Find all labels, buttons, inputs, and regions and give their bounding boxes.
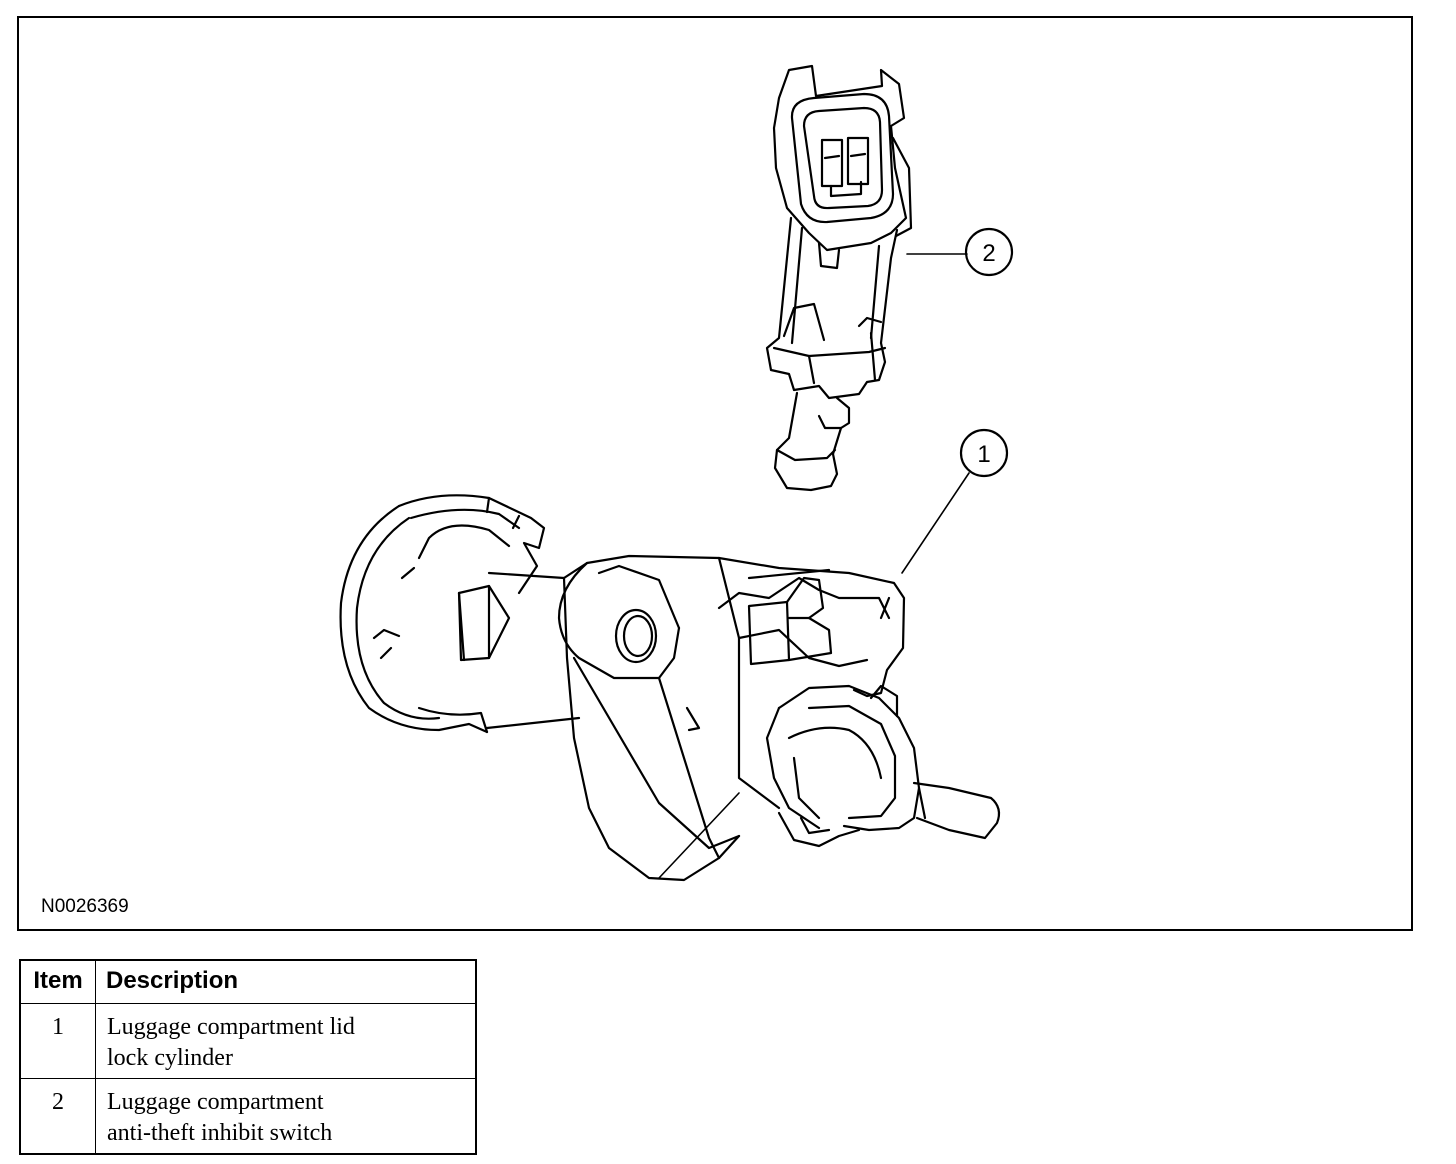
legend-header-row: Item Description	[19, 959, 477, 1004]
illustration-frame: 2 1 N0026369	[17, 16, 1413, 931]
legend-item-number: 1	[19, 1003, 96, 1079]
inhibit-switch-drawing	[765, 64, 913, 492]
legend-item-number: 2	[19, 1078, 96, 1155]
legend-header-item: Item	[19, 959, 96, 1004]
callout-2-number: 2	[982, 240, 995, 267]
legend-description: Luggage compartment anti-theft inhibit s…	[95, 1078, 477, 1155]
legend-description-line: anti-theft inhibit switch	[107, 1120, 333, 1146]
callout-2: 2	[906, 227, 1014, 277]
legend-description: Luggage compartment lid lock cylinder	[95, 1003, 477, 1079]
legend-description-line: Luggage compartment lid	[107, 1014, 355, 1040]
callout-1: 1	[658, 428, 1009, 879]
figure-id: N0026369	[41, 896, 129, 917]
lock-cylinder-drawing	[339, 494, 1001, 882]
legend-row: 2 Luggage compartment anti-theft inhibit…	[19, 1078, 477, 1155]
legend-description-line: lock cylinder	[107, 1045, 233, 1071]
parts-illustration: 2 1	[339, 64, 1014, 882]
legend-table: Item Description 1 Luggage compartment l…	[19, 959, 477, 1155]
legend-row: 1 Luggage compartment lid lock cylinder	[19, 1003, 477, 1079]
legend-header-description: Description	[95, 959, 477, 1004]
legend-description-line: Luggage compartment	[107, 1089, 324, 1115]
callout-1-number: 1	[977, 441, 990, 468]
